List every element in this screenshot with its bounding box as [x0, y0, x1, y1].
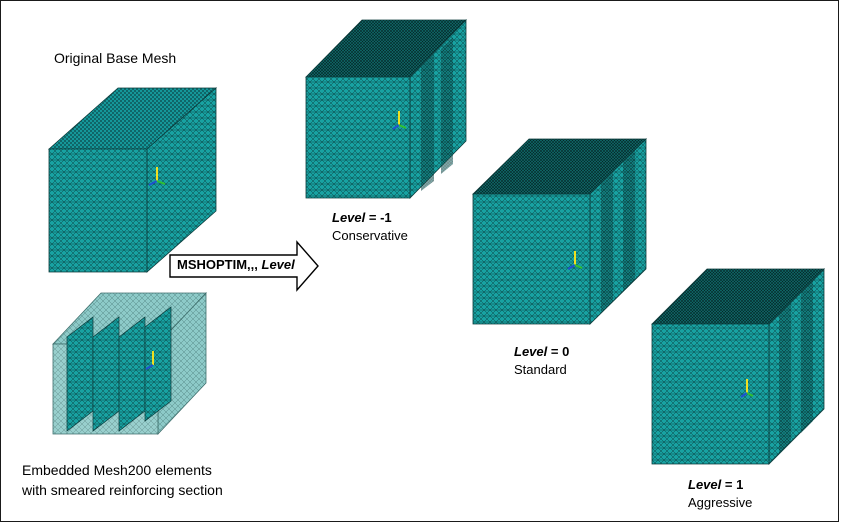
level-word: Level	[514, 344, 548, 359]
level-0-caption: Level = 0 Standard	[514, 344, 570, 377]
level-value: 0	[562, 344, 570, 359]
arrow-command-label: MSHOPTIM,,, Level	[177, 257, 295, 273]
level-word: Level	[688, 477, 722, 492]
base-mesh-title: Original Base Mesh	[54, 50, 177, 66]
level-desc: Conservative	[332, 228, 408, 243]
embedded-label-line2: with smeared reinforcing section	[22, 482, 223, 498]
level-value: -1	[380, 210, 392, 225]
embedded-mesh-block	[52, 291, 207, 436]
axis-triad-icon	[567, 251, 583, 270]
level-0-block	[472, 138, 647, 325]
level-minus1-caption: Level = -1 Conservative	[332, 210, 408, 243]
axis-triad-icon	[392, 111, 407, 130]
axis-triad-icon	[145, 351, 154, 370]
level-1-block	[651, 268, 825, 465]
embedded-label-line1: Embedded Mesh200 elements	[22, 462, 212, 478]
command-text: MSHOPTIM,,,	[177, 257, 262, 272]
level-value: 1	[736, 477, 744, 492]
axis-triad-icon	[740, 379, 754, 398]
level-desc: Standard	[514, 362, 567, 377]
command-param: Level	[261, 257, 295, 272]
level-desc: Aggressive	[688, 495, 753, 510]
level-1-caption: Level = 1 Aggressive	[688, 477, 753, 510]
axis-triad-icon	[148, 167, 166, 186]
command-arrow	[169, 240, 319, 292]
base-mesh-block	[47, 87, 218, 273]
level-minus1-block	[305, 19, 467, 199]
level-word: Level	[332, 210, 366, 225]
